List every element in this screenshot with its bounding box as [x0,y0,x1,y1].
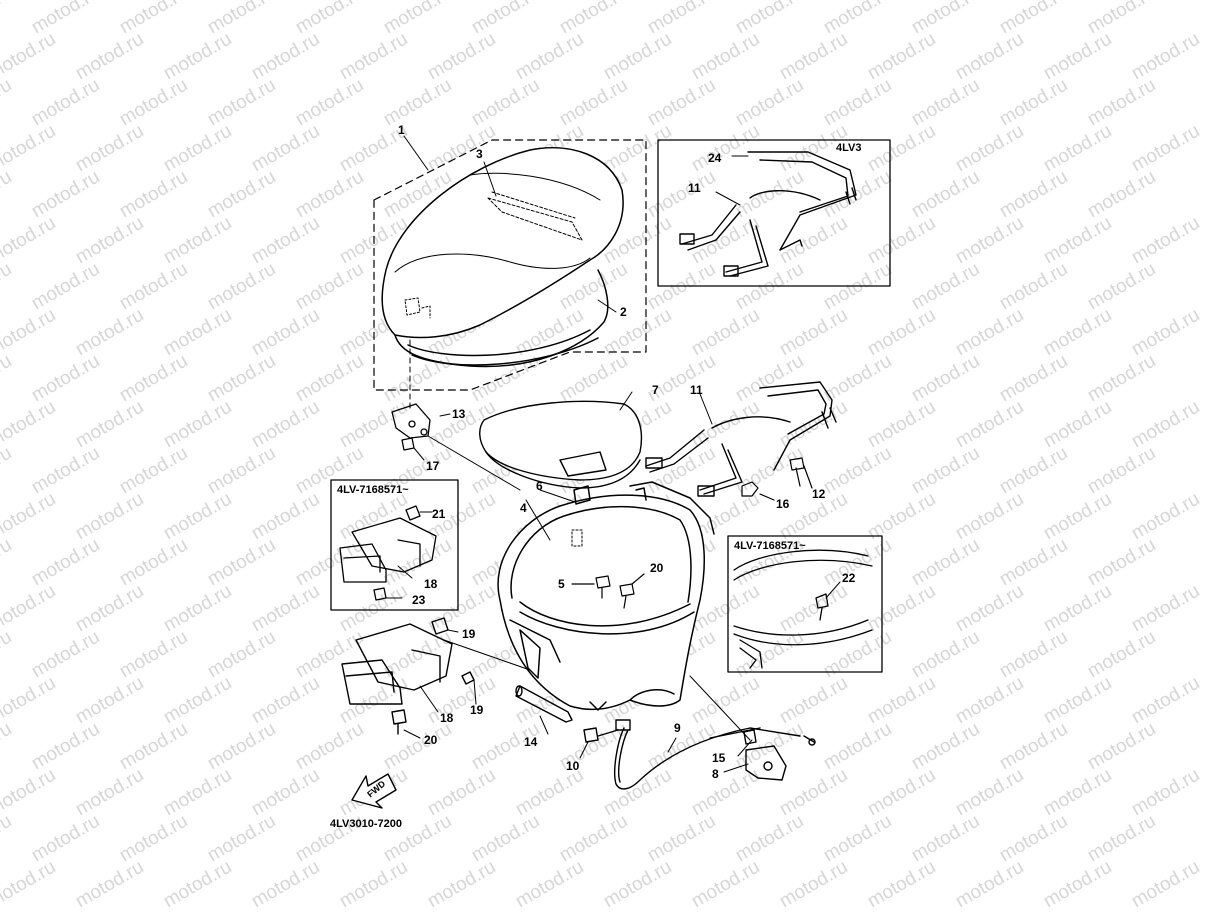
callout-4: 4 [520,501,527,515]
callout-19-upper: 19 [462,627,476,641]
callout-23: 23 [412,593,426,607]
fwd-arrow-icon [351,773,397,809]
callout-20-lower: 20 [424,733,438,747]
callout-14: 14 [524,735,538,749]
leaders-top [403,135,617,411]
callout-3: 3 [476,147,483,161]
diagram-code: 4LV3010-7200 [330,818,402,830]
callout-11-inset: 11 [688,181,701,195]
rod [515,685,573,723]
hinge-bracket [391,403,451,461]
callout-19-lower: 19 [470,703,484,717]
seat [381,146,624,368]
storage-bolts [571,573,645,609]
callout-18-inset: 18 [424,577,438,591]
callout-17: 17 [426,459,440,473]
callout-12: 12 [812,487,826,501]
callout-7: 7 [652,383,659,397]
callout-21: 21 [432,507,446,521]
callout-9: 9 [674,721,681,735]
callout-6: 6 [536,479,543,493]
seat-lock-cable [583,719,816,790]
callout-5: 5 [558,577,565,591]
callout-10: 10 [566,759,580,773]
seat-assembly-outline [373,139,647,391]
bolt-and-nut-rack [741,457,813,501]
inset-title-storage: 4LV-7168571~ [734,540,806,552]
storage-inset-box [727,535,883,673]
callout-18-main: 18 [440,711,454,725]
callout-22: 22 [842,571,856,585]
callout-15: 15 [712,751,726,765]
battery-inset-box [330,479,459,611]
callout-13: 13 [452,407,466,421]
callout-24: 24 [708,151,722,165]
callout-20-upper: 20 [650,561,664,575]
callout-11-main: 11 [690,383,703,397]
inset-title-rack: 4LV3 [836,142,862,154]
storage-box [497,481,715,711]
battery-box-lower [341,617,475,735]
rack-inset-box [657,139,891,287]
rear-rack [645,381,837,497]
callout-1: 1 [398,123,405,137]
trunk-pad [479,400,643,489]
inset-title-battery: 4LV-7168571~ [337,484,409,496]
callout-2: 2 [620,305,627,319]
callout-16: 16 [776,497,790,511]
callout-8: 8 [712,767,719,781]
